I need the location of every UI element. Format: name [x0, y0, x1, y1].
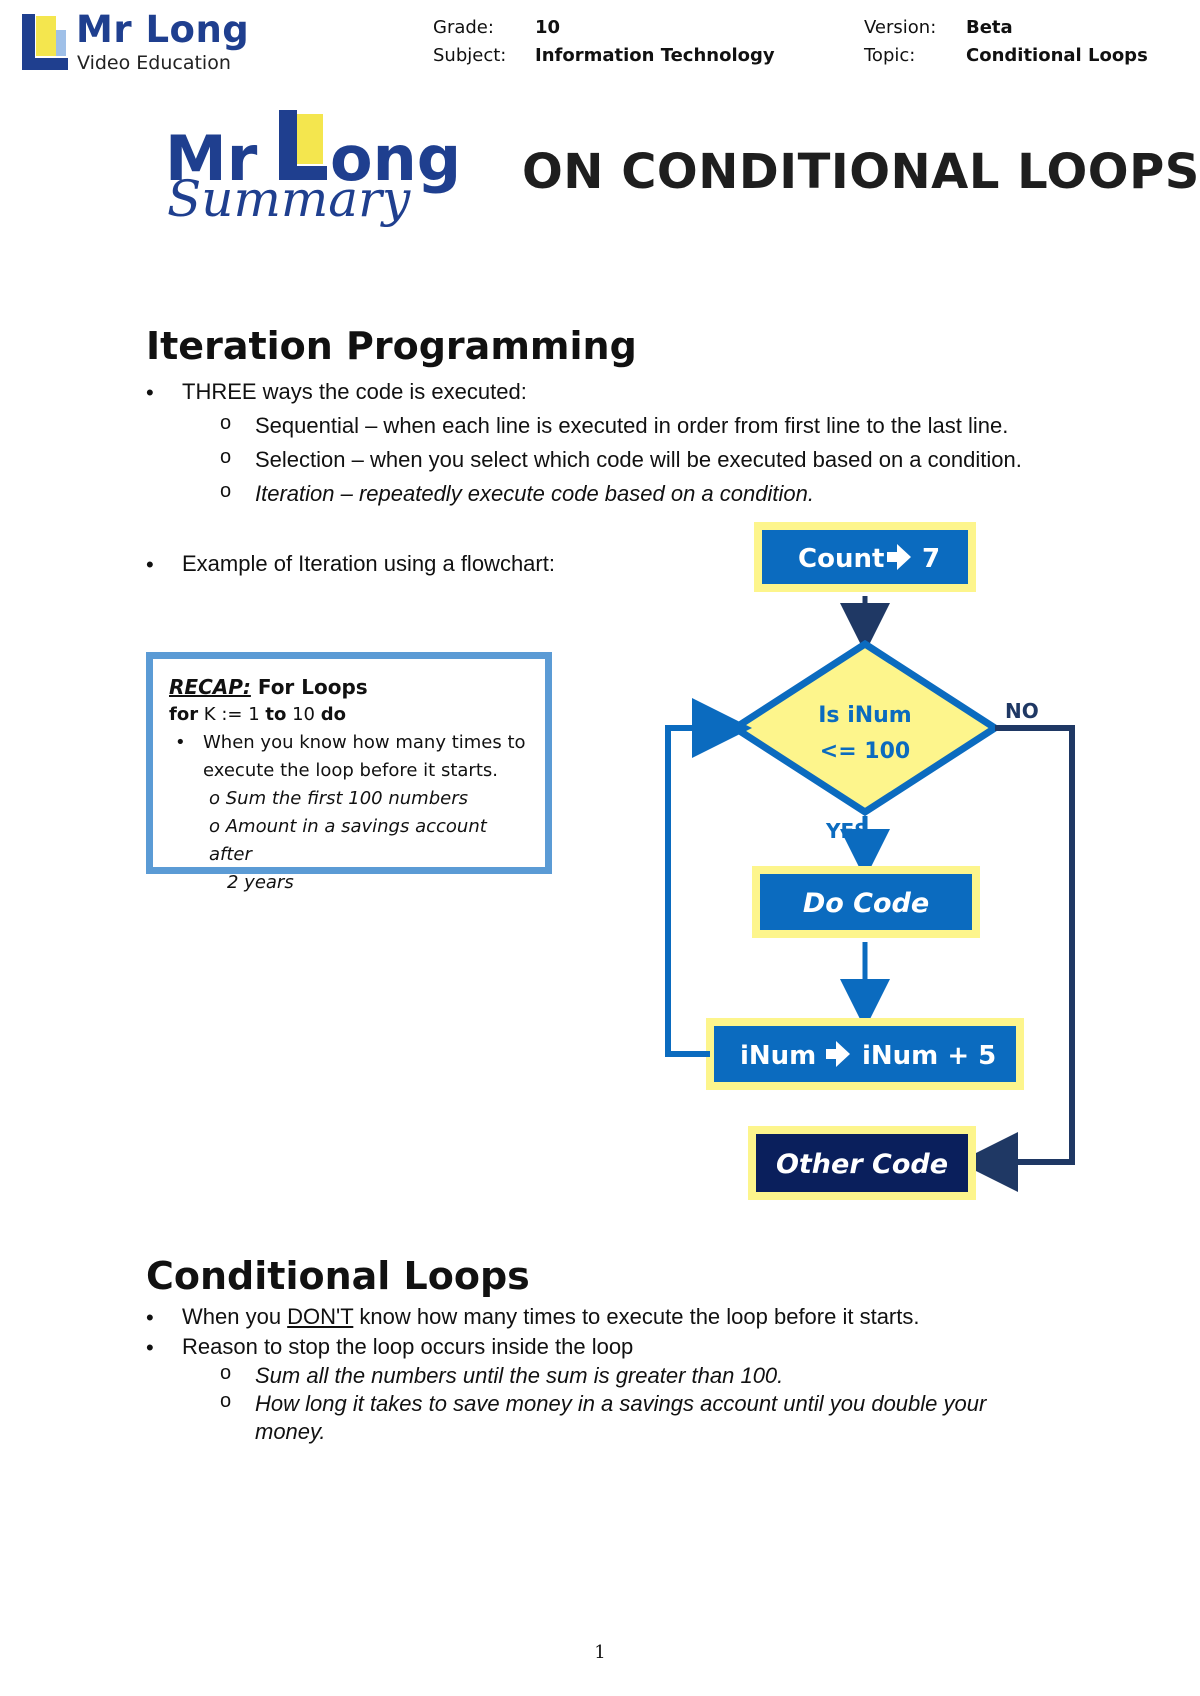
flow-other-code-box: Other Code [748, 1126, 976, 1200]
circle-bullet-icon: o [220, 446, 232, 468]
flow-start-val: 7 [922, 544, 940, 574]
recap-box: RECAP: For Loops for K := 1 to 10 do • W… [146, 652, 552, 893]
circle-bullet-icon: o [220, 1362, 232, 1384]
flow-do-code-label: Do Code [803, 888, 929, 919]
conditional-sub-2-cont: money. [255, 1419, 326, 1444]
version-label: Version: [864, 17, 937, 38]
flow-start-var: Count [798, 544, 884, 574]
grade-value: 10 [535, 17, 561, 38]
bullet-icon: • [146, 380, 154, 405]
flow-incr-var: iNum [740, 1041, 816, 1071]
flow-other-code-label: Other Code [776, 1149, 948, 1180]
summary-logo-mr: Mr [165, 122, 258, 195]
mr-long-logo-icon [22, 14, 68, 70]
flow-cond-line2: <= 100 [820, 739, 910, 764]
recap-bullet: • When you know how many times to execut… [169, 729, 529, 785]
mr-long-summary-logo: Mr ong Summary [165, 110, 461, 228]
iteration-sub-2: Selection – when you select which code w… [255, 447, 1022, 472]
flow-increment-box: iNum iNum + 5 [706, 1018, 1024, 1090]
summary-logo-script: Summary [167, 170, 411, 228]
flow-yes-label: YES [825, 819, 869, 843]
flow-no-path [958, 725, 1075, 1192]
recap-code: for K := 1 to 10 do [169, 704, 346, 725]
circle-bullet-icon: o [220, 412, 232, 434]
circle-bullet-icon: o [220, 1390, 232, 1412]
iteration-flowchart: Count 7 Is iNum <= 100 NO YES Do Code iN… [665, 522, 1075, 1200]
conditional-sub-1: Sum all the numbers until the sum is gre… [255, 1363, 784, 1388]
flow-loop-back-path [665, 698, 752, 1057]
page-title: ON CONDITIONAL LOOPS [522, 144, 1200, 200]
page-number: 1 [594, 1642, 606, 1663]
flow-do-code-box: Do Code [752, 866, 980, 938]
conditional-bullet-2: Reason to stop the loop occurs inside th… [182, 1334, 634, 1359]
flow-start-box: Count 7 [754, 522, 976, 592]
topic-label: Topic: [864, 45, 916, 66]
iteration-bullet-2: Example of Iteration using a flowchart: [182, 551, 555, 576]
assign-arrow-icon [826, 1041, 850, 1067]
bullet-icon: • [146, 552, 154, 577]
recap-example-2-cont: 2 years [227, 872, 294, 893]
iteration-sub-3: Iteration – repeatedly execute code base… [255, 481, 814, 506]
bullet-icon: • [146, 1335, 154, 1360]
flow-condition-diamond: Is iNum <= 100 [728, 639, 1002, 817]
flow-no-label: NO [1005, 699, 1039, 723]
bullet-icon: • [146, 1305, 154, 1330]
summary-logo-ong: ong [330, 122, 461, 195]
brand-name: Mr Long [76, 8, 250, 51]
topic-value: Conditional Loops [966, 45, 1148, 66]
version-value: Beta [966, 17, 1013, 38]
circle-bullet-icon: o [220, 480, 232, 502]
flow-cond-line1: Is iNum [818, 703, 911, 728]
flow-incr-expr: iNum + 5 [862, 1041, 996, 1071]
bullet-icon: • [175, 732, 186, 753]
recap-example-2: o Amount in a savings account after [209, 816, 487, 865]
grade-label: Grade: [433, 17, 494, 38]
subject-value: Information Technology [535, 45, 775, 66]
iteration-sub-1: Sequential – when each line is executed … [255, 413, 1009, 438]
conditional-sub-2: How long it takes to save money in a sav… [255, 1391, 987, 1416]
iteration-bullet-1: THREE ways the code is executed: [182, 379, 527, 404]
brand-subtitle: Video Education [77, 52, 231, 74]
conditional-heading: Conditional Loops [146, 1254, 530, 1298]
iteration-heading: Iteration Programming [146, 324, 637, 368]
assign-arrow-icon [887, 544, 911, 570]
conditional-bullet-1: When you DON'T know how many times to ex… [182, 1304, 920, 1329]
recap-title: RECAP: For Loops [169, 675, 368, 699]
recap-example-1: o Sum the first 100 numbers [209, 788, 468, 809]
subject-label: Subject: [433, 45, 507, 66]
